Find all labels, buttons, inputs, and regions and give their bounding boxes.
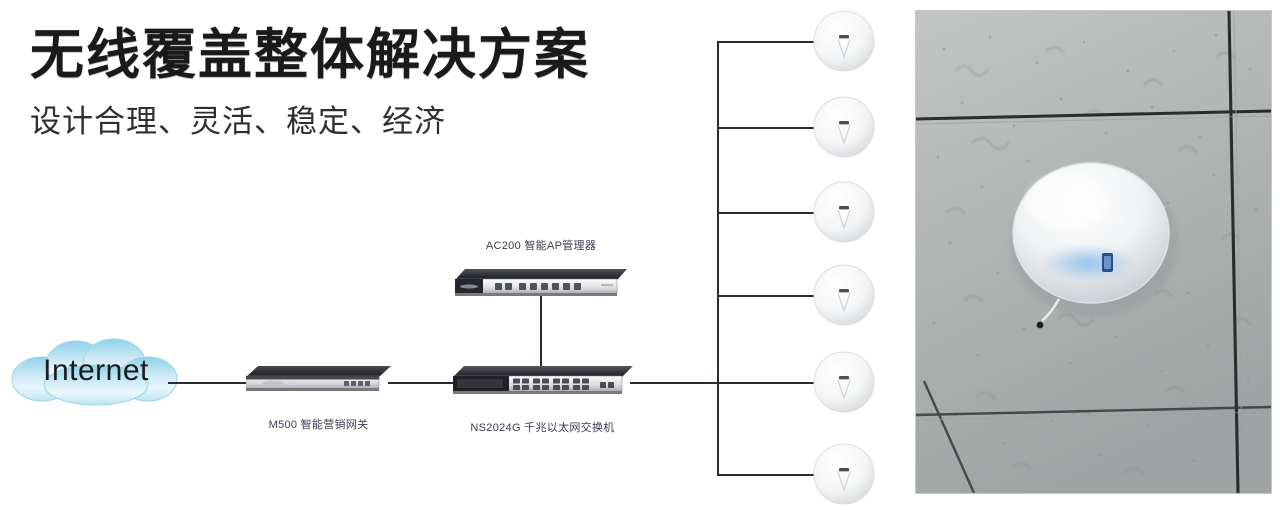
cloud-icon: [11, 338, 178, 406]
link-bus-to-ap-5: [717, 382, 821, 384]
network-diagram: Internet: [6, 10, 875, 505]
link-gateway-to-switch: [388, 382, 454, 384]
ceiling-ap-icon: [813, 10, 875, 72]
device-ac-controller-label: AC200 智能AP管理器: [485, 240, 597, 252]
link-bus-to-ap-1: [717, 41, 821, 43]
ac-controller-icon: [454, 269, 627, 296]
device-ac-controller[interactable]: [454, 268, 627, 302]
access-point-5[interactable]: [813, 351, 875, 413]
link-bus-to-ap-3: [717, 212, 821, 214]
access-point-1[interactable]: [813, 10, 875, 72]
ap-distribution-bus: [717, 41, 719, 474]
switch-icon: [452, 366, 633, 394]
page-subtitle: 设计合理、灵活、稳定、经济: [30, 104, 446, 139]
device-switch-label: NS2024G 千兆以太网交换机: [470, 422, 615, 434]
ceiling-ap-photo: [916, 11, 1271, 493]
ceiling-ap-icon: [813, 181, 875, 243]
link-bus-to-ap-6: [717, 474, 821, 476]
access-point-6[interactable]: [813, 443, 875, 505]
device-gateway-label: M500 智能营销网关: [268, 419, 369, 431]
access-point-4[interactable]: [813, 264, 875, 326]
link-bus-to-ap-2: [717, 127, 821, 129]
ceiling-ap-icon: [813, 264, 875, 326]
installation-photo: [915, 10, 1272, 494]
ceiling-ap-icon: [813, 351, 875, 413]
access-point-2[interactable]: [813, 96, 875, 158]
gateway-icon: [245, 366, 391, 391]
ceiling-ap-icon: [813, 96, 875, 158]
access-point-3[interactable]: [813, 181, 875, 243]
link-switch-to-ap-bus: [630, 382, 718, 384]
link-internet-to-gateway: [168, 382, 246, 384]
page-title: 无线覆盖整体解决方案: [30, 25, 590, 85]
device-gateway[interactable]: [245, 364, 391, 398]
link-bus-to-ap-4: [717, 295, 821, 297]
internet-cloud: Internet: [6, 335, 186, 407]
link-ac-to-switch: [540, 296, 542, 368]
ceiling-ap-icon: [813, 443, 875, 505]
device-switch[interactable]: [452, 365, 633, 401]
